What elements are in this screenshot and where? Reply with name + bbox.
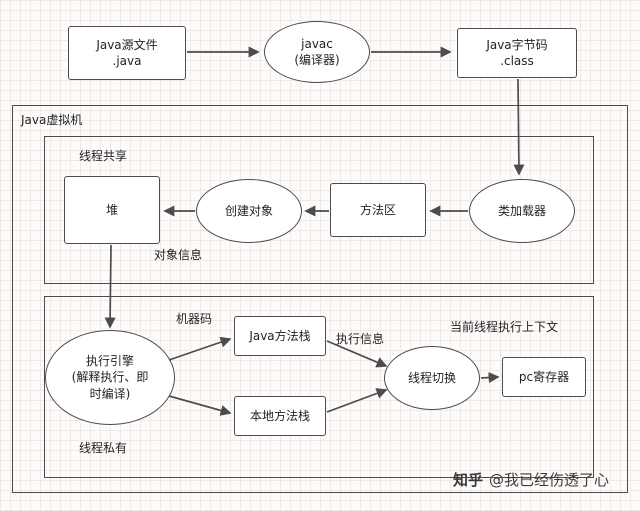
method-area-node: 方法区 (330, 183, 426, 237)
machine-code-label: 机器码 (176, 312, 213, 326)
execution-info-label: 执行信息 (336, 332, 385, 346)
java-source-file-node: Java源文件 .java (68, 26, 186, 80)
zhihu-author-handle: @我已经伤透了心 (489, 471, 610, 489)
pc-register-node: pc寄存器 (502, 357, 586, 397)
thread-private-label: 线程私有 (79, 441, 128, 455)
java-method-stack-node: Java方法栈 (234, 316, 326, 356)
native-method-stack-node: 本地方法栈 (234, 396, 326, 436)
current-thread-context-label: 当前线程执行上下文 (450, 320, 559, 334)
java-bytecode-node: Java字节码 .class (457, 28, 577, 78)
thread-private-container-box: 线程私有 (44, 296, 594, 478)
thread-shared-container-box: 线程共享 (44, 136, 594, 284)
execution-engine-node: 执行引擎 (解释执行、即 时编译) (45, 330, 175, 425)
thread-switch-node: 线程切换 (384, 346, 480, 410)
javac-compiler-node: javac (编译器) (264, 21, 370, 83)
zhihu-logo: 知乎 (453, 471, 484, 489)
class-loader-node: 类加载器 (469, 179, 575, 243)
zhihu-watermark: 知乎 @我已经伤透了心 (453, 469, 609, 490)
object-info-label: 对象信息 (154, 248, 203, 262)
thread-shared-label: 线程共享 (79, 149, 128, 163)
create-object-node: 创建对象 (196, 179, 302, 243)
jvm-container-box: Java虚拟机 (12, 105, 628, 493)
heap-node: 堆 (64, 176, 160, 244)
jvm-container-label: Java虚拟机 (21, 113, 83, 127)
